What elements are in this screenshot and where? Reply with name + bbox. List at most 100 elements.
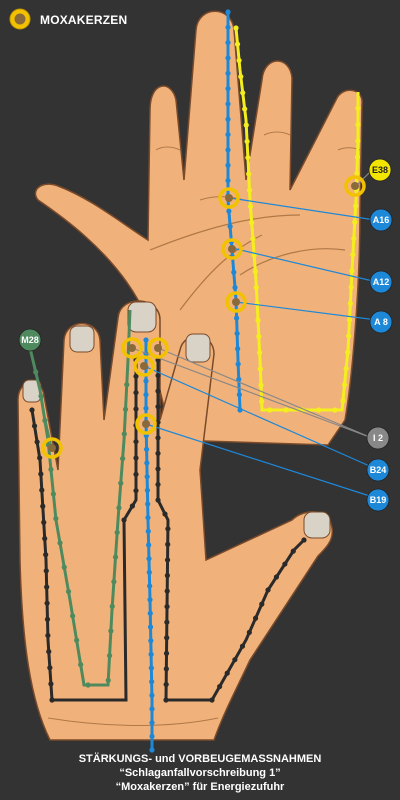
back-blue-dot — [147, 597, 153, 603]
point-label-text: A12 — [373, 277, 390, 287]
caption: STÄRKUNGS- und VORBEUGEMASSNAHMEN “Schla… — [0, 752, 400, 794]
moxa-ring — [218, 187, 240, 209]
back-blue-dot — [149, 720, 155, 726]
back-black-dot — [282, 561, 288, 567]
palm-yellow-dot — [345, 349, 351, 355]
point-marker — [368, 158, 392, 182]
palm-blue-dot — [225, 86, 231, 92]
back-black-dot — [155, 481, 161, 488]
palm-yellow-dot — [355, 105, 361, 111]
palm-yellow-dot — [257, 366, 263, 372]
back-black-dot — [164, 572, 170, 579]
back-green-dot — [112, 554, 119, 560]
moxa-core — [48, 444, 56, 452]
point-marker — [366, 458, 390, 482]
back-black-dot — [49, 697, 55, 703]
palm-yellow-dot — [240, 90, 246, 96]
palm-yellow-dot — [246, 171, 252, 177]
back-black-dot — [164, 557, 171, 563]
back-green-dot — [74, 637, 80, 643]
palm-blue-dot — [236, 376, 242, 382]
palm-yellow-dot — [283, 407, 289, 413]
leader-b19 — [145, 423, 377, 499]
back-blue-dot — [143, 337, 149, 343]
finger-crease-ring — [263, 131, 291, 136]
back-black-dot — [133, 390, 139, 396]
back-blue-dot — [145, 515, 151, 521]
palm-blue-dot — [226, 208, 232, 214]
palm-blue-dot — [225, 131, 231, 138]
back-black-dot — [217, 683, 223, 690]
back-black-dot — [301, 537, 307, 543]
moxa-ring — [121, 337, 143, 359]
leader-a12 — [231, 247, 378, 283]
point-label-a8: A 8 — [369, 310, 393, 334]
back-black-dot — [155, 404, 161, 410]
moxa-core — [232, 298, 240, 306]
leader-m28 — [29, 347, 53, 449]
back-blue-dot — [144, 487, 151, 493]
back-green-dot — [50, 491, 57, 497]
back-black-dot — [129, 503, 136, 509]
back-black-dot — [163, 681, 169, 688]
back-blue-dot — [148, 638, 154, 644]
back-black-dot — [133, 488, 139, 494]
back-green-dot — [65, 588, 72, 595]
back-green-dot — [85, 682, 91, 688]
back-black-dot — [133, 373, 139, 379]
point-marker — [18, 328, 42, 352]
palm-yellow-dot — [255, 317, 261, 323]
point-label-text: I 2 — [373, 433, 383, 443]
back-blue-dot — [143, 378, 149, 384]
palm-yellow-dot — [346, 317, 353, 323]
palm-yellow-dot — [354, 154, 361, 160]
palm-yellow-dot — [341, 382, 348, 388]
palm-blue-dot — [225, 147, 231, 153]
point-label-text: A 8 — [374, 317, 388, 327]
nail-index — [185, 333, 211, 363]
back-black-dot — [133, 439, 139, 445]
back-black-dot — [155, 497, 161, 503]
back-green-dot — [116, 505, 122, 511]
back-black-dot — [34, 439, 40, 445]
back-black-dot — [44, 616, 51, 622]
back-black-dot — [41, 519, 47, 526]
back-green-dot — [78, 662, 84, 668]
palm-yellow-dot — [233, 25, 239, 31]
palm-yellow-dot — [349, 268, 355, 274]
back-green-dot — [48, 466, 54, 473]
palm-blue-dot — [235, 361, 241, 367]
back-blue-dot — [146, 556, 152, 562]
palm-blue-dot — [236, 392, 242, 398]
point-label-m28: M28 — [18, 328, 42, 352]
palm-blue-meridian — [226, 12, 242, 411]
point-marker — [369, 310, 393, 334]
back-black-dot — [46, 649, 52, 655]
moxa-core — [154, 344, 162, 352]
moxa-ring — [133, 355, 155, 377]
back-green-dot — [57, 540, 63, 546]
back-green-dot — [121, 431, 127, 437]
back-blue-dot — [143, 446, 150, 452]
palm-blue-dot — [225, 177, 231, 184]
palm-yellow-dot — [316, 407, 322, 413]
back-black-dot — [163, 697, 169, 703]
back-black-dot — [29, 407, 35, 413]
back-blue-dot — [143, 405, 149, 411]
back-black-dot — [43, 552, 49, 558]
palm-blue-dot — [225, 9, 231, 15]
moxa-ring — [221, 238, 243, 260]
moxa-core — [128, 344, 136, 352]
palm-blue-dot — [225, 70, 231, 76]
back-green-dot — [61, 564, 67, 570]
back-black-dot — [155, 435, 161, 441]
back-black-dot — [162, 511, 168, 517]
back-green-dot — [118, 480, 124, 486]
back-black-dot — [37, 455, 43, 461]
palm-yellow-meridian — [234, 27, 360, 412]
back-black-dot — [290, 548, 296, 554]
back-blue-dot — [145, 501, 151, 507]
back-black-dot — [246, 629, 252, 636]
palm-yellow-dot — [347, 300, 353, 307]
back-black-dot — [273, 574, 280, 580]
